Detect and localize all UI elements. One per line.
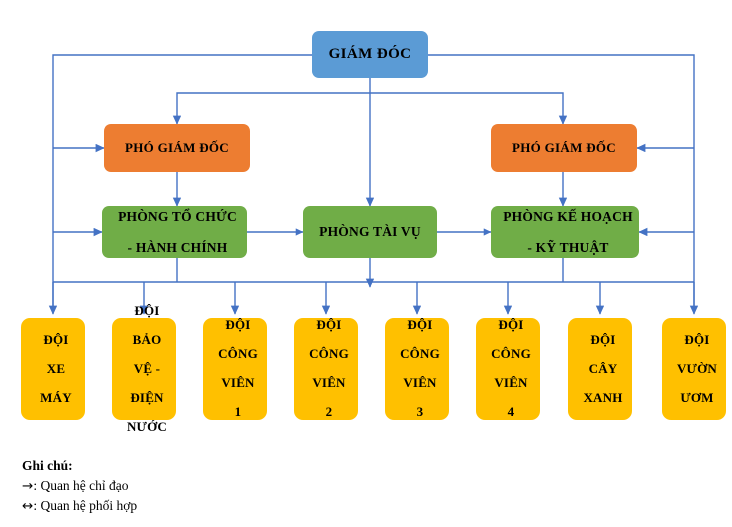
team-3-line-1: ĐỘI [225,317,251,333]
team-4-line-1: ĐỘI [316,317,342,333]
team-2-line-5: NƯỚC [126,418,168,434]
node-team-park-1-label: ĐỘI CÔNG VIÊN 1 [203,318,267,420]
node-deputy-director-right[interactable]: PHÓ GIÁM ĐỐC [491,124,637,172]
team-3-line-2: CÔNG [218,346,258,362]
node-team-motorbike-label: ĐỘI XE MÁY [21,331,85,406]
node-team-greenery-label: ĐỘI CÂY XANH [568,331,632,406]
wire-director-to-deputy-right [370,92,568,125]
node-dept-planning-technical-line2: - KỸ THUẬT [527,239,609,255]
node-team-nursery-label: ĐỘI VƯỜN ƯƠM [662,331,726,406]
node-team-park-2-label: ĐỘI CÔNG VIÊN 2 [294,318,358,420]
legend-item-directive-text: : Quan hệ chỉ đạo [33,477,129,493]
team-1-line-3: MÁY [40,389,72,405]
node-team-park-4-label: ĐỘI CÔNG VIÊN 4 [476,318,540,420]
legend: Ghi chú: →: Quan hệ chỉ đạo ↔: Quan hệ p… [22,456,137,517]
wire-director-to-left-rail [52,54,312,309]
team-5-line-3: VIÊN [403,375,437,391]
team-1-line-1: ĐỘI [43,331,69,347]
wire-director-to-deputy-left [172,92,370,125]
node-team-security-electric-water[interactable]: ĐỘI BẢO VỆ - ĐIỆN NƯỚC [112,303,176,433]
node-team-park-3-label: ĐỘI CÔNG VIÊN 3 [385,318,449,420]
node-dept-planning-technical[interactable]: PHÒNG KẾ HOẠCH - KỸ THUẬT [491,206,639,258]
team-6-line-4: 4 [507,404,515,420]
node-team-park-2[interactable]: ĐỘI CÔNG VIÊN 2 [294,318,358,420]
wire-director-to-right-rail [428,54,695,309]
node-dept-organization-admin-line1: PHÒNG TỔ CHỨC [118,209,237,225]
team-8-line-2: VƯỜN [676,360,718,376]
legend-title: Ghi chú: [22,458,73,473]
team-8-line-1: ĐỘI [684,331,710,347]
node-dept-organization-admin[interactable]: PHÒNG TỔ CHỨC - HÀNH CHÍNH [102,206,247,258]
legend-item-coordination-text: : Quan hệ phối hợp [33,498,138,514]
team-3-line-3: VIÊN [221,375,255,391]
node-director[interactable]: GIÁM ĐÓC [312,31,428,78]
team-1-line-2: XE [46,360,66,376]
arrow-left-right-icon: ↔ [22,498,34,515]
node-dept-organization-admin-line2: - HÀNH CHÍNH [127,239,228,255]
team-2-line-2: BẢO [132,331,162,347]
node-team-motorbike[interactable]: ĐỘI XE MÁY [21,318,85,420]
team-4-line-4: 2 [325,404,333,420]
team-5-line-4: 3 [416,404,424,420]
node-dept-finance-label: PHÒNG TÀI VỤ [319,224,421,240]
node-team-park-3[interactable]: ĐỘI CÔNG VIÊN 3 [385,318,449,420]
node-deputy-director-left[interactable]: PHÓ GIÁM ĐỐC [104,124,250,172]
node-dept-organization-admin-label: PHÒNG TỔ CHỨC - HÀNH CHÍNH [102,209,247,254]
legend-item-directive: →: Quan hệ chỉ đạo [22,476,137,497]
team-6-line-1: ĐỘI [498,317,524,333]
team-2-line-3: VỆ - [133,360,161,376]
team-6-line-3: VIÊN [494,375,528,391]
node-team-nursery[interactable]: ĐỘI VƯỜN ƯƠM [662,318,726,420]
team-4-line-3: VIÊN [312,375,346,391]
node-director-label: GIÁM ĐÓC [328,46,412,63]
team-5-line-1: ĐỘI [407,317,433,333]
node-dept-planning-technical-line1: PHÒNG KẾ HOẠCH [503,209,633,225]
team-7-line-3: XANH [583,389,623,405]
arrow-right-icon: → [22,477,34,494]
team-8-line-3: ƯƠM [680,389,714,405]
node-team-park-4[interactable]: ĐỘI CÔNG VIÊN 4 [476,318,540,420]
team-2-line-4: ĐIỆN [130,389,164,405]
team-6-line-2: CÔNG [491,346,531,362]
team-7-line-1: ĐỘI [590,331,616,347]
node-deputy-director-left-label: PHÓ GIÁM ĐỐC [125,139,229,155]
legend-item-coordination: ↔: Quan hệ phối hợp [22,496,137,517]
team-2-line-1: ĐỘI [134,302,160,318]
team-4-line-2: CÔNG [309,346,349,362]
team-5-line-2: CÔNG [400,346,440,362]
node-dept-planning-technical-label: PHÒNG KẾ HOẠCH - KỸ THUẬT [491,209,639,254]
team-7-line-2: CÂY [588,360,618,376]
node-deputy-director-right-label: PHÓ GIÁM ĐỐC [512,139,616,155]
node-dept-finance[interactable]: PHÒNG TÀI VỤ [303,206,437,258]
team-3-line-4: 1 [234,404,242,420]
node-team-security-electric-water-label: ĐỘI BẢO VỆ - ĐIỆN NƯỚC [112,302,176,435]
node-team-park-1[interactable]: ĐỘI CÔNG VIÊN 1 [203,318,267,420]
node-team-greenery[interactable]: ĐỘI CÂY XANH [568,318,632,420]
